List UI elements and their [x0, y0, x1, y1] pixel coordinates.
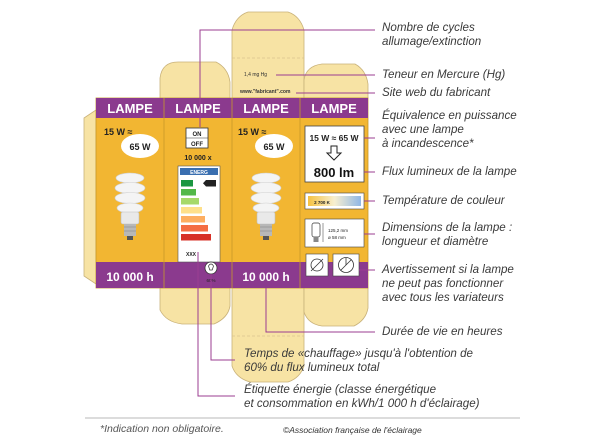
panel3-content: 15 W ≈ 65 W 10 000 h [238, 127, 293, 284]
panel3-equivalence: 15 W ≈ [238, 127, 267, 137]
energy-rating-bar [181, 234, 211, 241]
annotation-dimmer: Avertissement si la lampe ne peut pas fo… [382, 263, 514, 304]
leader-cycles [199, 29, 375, 127]
svg-text:ENERG: ENERG [190, 170, 208, 176]
energy-label-icon: ENERG XXX [177, 165, 221, 263]
annotation-mercury: Teneur en Mercure (Hg) [382, 68, 506, 81]
color-temp-value: 2 700 K [314, 200, 331, 205]
color-temp-scale [308, 196, 361, 206]
annotation-temperature: Température de couleur [382, 194, 505, 207]
annotation-dimensions: Dimensions de la lampe : longueur et dia… [382, 221, 513, 248]
panel1-lifetime: 10 000 h [106, 270, 153, 284]
panel1-title: LAMPE [107, 101, 153, 116]
annotation-warmup: Temps de «chauffage» jusqu'à l'obtention… [244, 347, 473, 374]
annotation-cycles: Nombre de cycles allumage/extinction [382, 21, 482, 48]
equivalence-box [304, 125, 365, 183]
top-flap-main [231, 11, 305, 99]
panel4-lumens: 800 lm [314, 165, 354, 180]
leader-lines [197, 29, 375, 397]
panel2-cycles: 10 000 x [184, 155, 211, 162]
svg-text:OFF: OFF [191, 142, 203, 148]
panel2-content: ON OFF 10 000 x ENERG XXX 60% [177, 127, 221, 283]
panel4-equivalence: 15 W ≈ 65 W [309, 133, 359, 143]
copyright: ©Association française de l'éclairage [283, 425, 422, 435]
leader-energy [197, 252, 235, 397]
bottom-flap-right [303, 287, 369, 327]
panel1-equivalent-watts: 65 W [129, 142, 151, 152]
mercury-content: 1,4 mg Hg [244, 72, 267, 78]
panel3-watt-bubble [255, 134, 293, 158]
top-flap-left [159, 61, 231, 99]
leader-warmup [210, 274, 235, 361]
bottom-flap-main [231, 287, 305, 383]
leader-lifetime [265, 288, 375, 333]
dimension-diameter: ø 58 mm [328, 235, 346, 240]
panel3-title: LAMPE [243, 101, 289, 116]
arrow-down-icon [325, 145, 343, 161]
box-die-cut [83, 11, 369, 383]
bulb-icon [250, 172, 282, 240]
energy-class-pointer [203, 180, 216, 187]
energy-rating-bar [181, 189, 196, 196]
energy-rating-bar [181, 198, 199, 205]
power-switch-icon: ON OFF [185, 127, 209, 149]
svg-text:XXX: XXX [186, 252, 197, 258]
dimension-icon [311, 222, 324, 242]
glue-tab [83, 109, 97, 285]
dimension-length: 125,2 mm [328, 228, 348, 233]
bulb-icon [114, 172, 146, 240]
panel1-equivalence: 15 W ≈ [104, 127, 133, 137]
annotation-energy: Étiquette énergie (classe énergétique et… [244, 383, 480, 410]
panel4-title: LAMPE [311, 101, 357, 116]
annotation-flux: Flux lumineux de la lampe [382, 165, 517, 178]
svg-text:ON: ON [193, 132, 202, 138]
bottom-flap-left [159, 287, 231, 325]
dimmer-warning-icon [305, 253, 360, 277]
panel4-content: 15 W ≈ 65 W 800 lm 2 700 K 125,2 mm ø 58… [304, 125, 365, 277]
manufacturer-website: www."fabricant".com [239, 89, 291, 95]
top-flap-right [303, 63, 369, 99]
energy-rating-bar [181, 207, 202, 214]
footnote: *Indication non obligatoire. [100, 423, 224, 435]
energy-rating-bar [181, 180, 193, 187]
panel1-content: 15 W ≈ 65 W 10 000 h [104, 127, 159, 284]
panel3-equivalent-watts: 65 W [263, 142, 285, 152]
panel1-watt-bubble [121, 134, 159, 158]
panel3-lifetime: 10 000 h [242, 270, 289, 284]
annotation-lifetime: Durée de vie en heures [382, 325, 503, 338]
annotation-equivalence: Équivalence en puissance avec une lampe … [382, 109, 517, 150]
energy-rating-bar [181, 225, 208, 232]
energy-rating-bar [181, 216, 205, 223]
annotation-website: Site web du fabricant [382, 86, 491, 99]
panel2-title: LAMPE [175, 101, 221, 116]
